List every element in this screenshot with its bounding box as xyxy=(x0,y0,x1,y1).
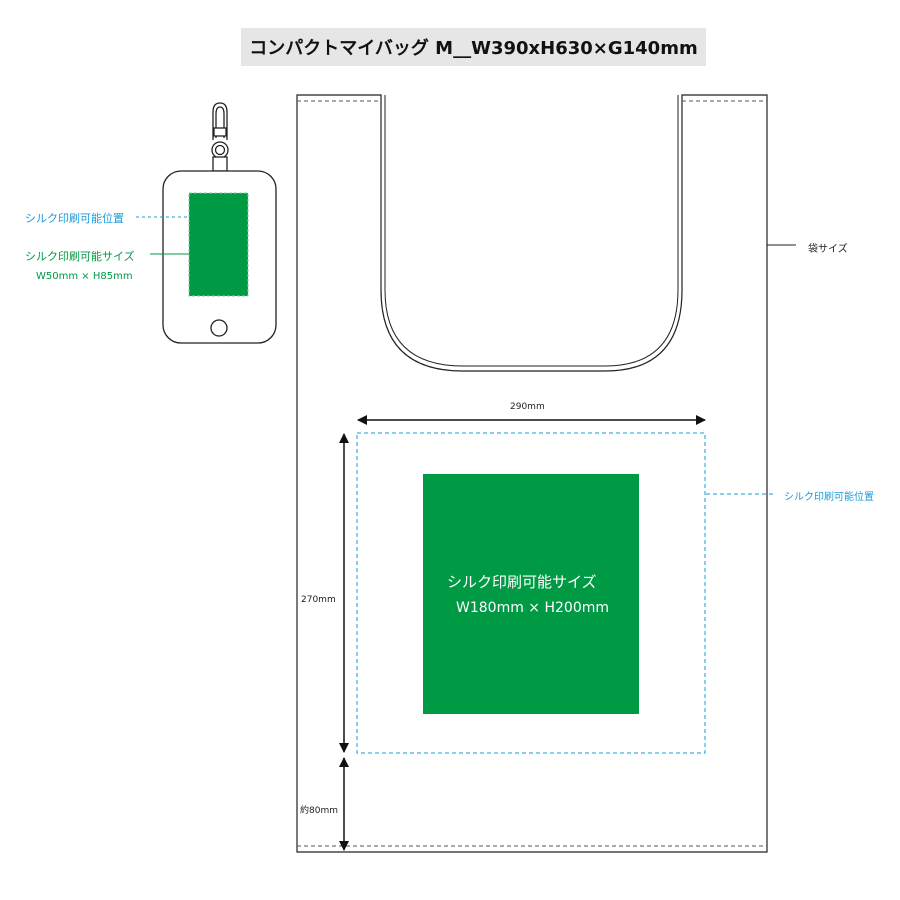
pouch-snap-button xyxy=(210,319,228,337)
bag-size-label: 袋サイズ xyxy=(808,244,848,255)
bag-outline xyxy=(296,94,768,853)
height-dimension-label: 270mm xyxy=(301,595,336,605)
bag-print-size-label: シルク印刷可能サイズ xyxy=(447,573,597,591)
pouch-print-size-value: W50mm × H85mm xyxy=(36,271,133,282)
bag-print-size-value: W180mm × H200mm xyxy=(456,600,609,616)
pouch-illustration xyxy=(136,102,277,344)
bag-print-area xyxy=(423,474,639,714)
pouch-print-position-label: シルク印刷可能位置 xyxy=(25,212,124,225)
bag-illustration xyxy=(296,94,796,853)
bag-print-position-label: シルク印刷可能位置 xyxy=(784,492,874,503)
pouch-print-area xyxy=(188,192,249,297)
carabiner-icon xyxy=(211,102,229,172)
bottom-dimension-label: 約80mm xyxy=(300,806,338,816)
width-dimension-label: 290mm xyxy=(510,402,545,412)
handle-seam xyxy=(384,95,679,367)
bag-print-position-zone xyxy=(356,432,706,754)
page-title: コンパクトマイバッグ M__W390xH630×G140mm xyxy=(241,28,706,66)
pouch-print-size-label: シルク印刷可能サイズ xyxy=(25,250,135,263)
